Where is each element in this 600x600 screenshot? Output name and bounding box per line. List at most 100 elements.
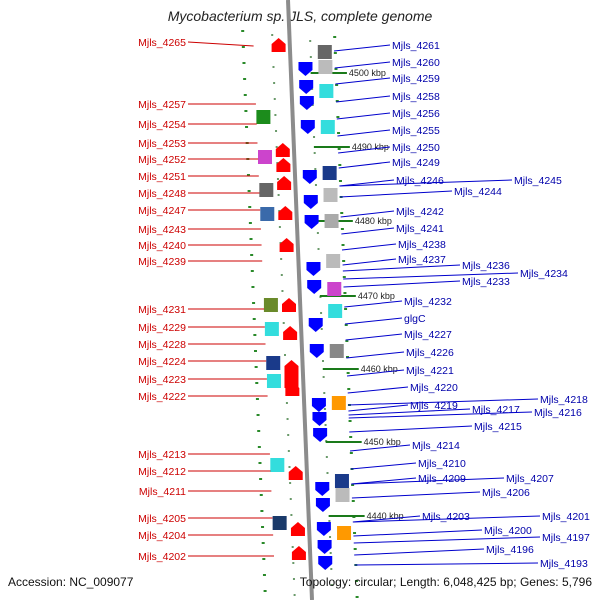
- leader-line: [335, 77, 391, 85]
- plus-strand-gene: [318, 556, 333, 570]
- tick-mark: [323, 408, 326, 410]
- tick-mark: [276, 162, 279, 164]
- tick-mark: [282, 322, 285, 324]
- tick-mark: [250, 270, 254, 272]
- gene-block: [263, 298, 278, 312]
- tick-mark: [346, 356, 349, 358]
- tick-mark: [314, 168, 317, 170]
- tick-mark: [271, 34, 274, 36]
- plus-strand-gene: [315, 482, 330, 496]
- topology-text: Topology: circular; Length: 6,048,425 bp…: [299, 575, 592, 589]
- tick-mark: [275, 130, 278, 132]
- right-gene-label: Mjls_4216: [534, 407, 582, 419]
- right-gene-label: Mjls_4250: [392, 142, 440, 154]
- right-gene-label: Mjls_4226: [406, 347, 454, 359]
- tick-mark: [320, 328, 323, 330]
- genome-title: Mycobacterium sp. JLS, complete genome: [167, 8, 433, 24]
- gene-block: [270, 458, 285, 472]
- plus-strand-gene: [315, 498, 330, 512]
- tick-mark: [322, 376, 325, 378]
- minus-strand-gene: [276, 158, 291, 172]
- tick-mark: [262, 574, 266, 576]
- right-gene-label: Mjls_4232: [404, 296, 452, 308]
- tick-mark: [335, 84, 339, 86]
- left-gene-label: Mjls_4213: [138, 449, 186, 461]
- tick-mark: [351, 500, 355, 502]
- tick-mark: [311, 104, 314, 106]
- leader-line: [333, 44, 391, 52]
- minus-strand-gene: [275, 143, 290, 157]
- tick-mark: [309, 56, 312, 58]
- gene-block: [324, 214, 339, 228]
- tick-mark: [313, 152, 316, 154]
- tick-mark: [346, 372, 350, 374]
- left-gene-label: Mjls_4247: [138, 205, 186, 217]
- kbp-label: 4460 kbp: [361, 364, 398, 374]
- tick-mark: [354, 580, 358, 582]
- tick-mark: [290, 514, 293, 516]
- left-gene-label: Mjls_4229: [138, 322, 186, 334]
- kbp-label: 4500 kbp: [349, 68, 386, 78]
- tick-mark: [337, 148, 341, 150]
- left-gene-label: Mjls_4251: [138, 171, 186, 183]
- tick-mark: [287, 434, 290, 436]
- minus-strand-gene: [284, 360, 299, 388]
- tick-mark: [261, 542, 265, 544]
- tick-mark: [244, 110, 248, 112]
- tick-mark: [292, 578, 295, 580]
- leader-line: [351, 477, 417, 485]
- plus-strand-gene: [300, 120, 315, 134]
- tick-mark: [280, 258, 283, 260]
- leader-line: [348, 398, 539, 406]
- tick-mark: [248, 206, 252, 208]
- tick-mark: [241, 30, 245, 32]
- tick-mark: [246, 174, 250, 176]
- right-gene-label: Mjls_4236: [462, 260, 510, 272]
- tick-mark: [323, 392, 326, 394]
- gene-block: [327, 282, 342, 296]
- leader-line: [354, 562, 539, 566]
- tick-mark: [342, 260, 346, 262]
- tick-mark: [348, 420, 352, 422]
- left-gene-label: Mjls_4243: [138, 224, 186, 236]
- tick-mark: [335, 100, 339, 102]
- plus-strand-gene: [308, 318, 323, 332]
- tick-mark: [277, 194, 280, 196]
- tick-mark: [272, 66, 275, 68]
- tick-mark: [254, 366, 258, 368]
- tick-mark: [260, 510, 264, 512]
- leader-line: [336, 95, 391, 103]
- tick-mark: [325, 456, 328, 458]
- tick-mark: [349, 452, 353, 454]
- right-gene-label: Mjls_4245: [514, 175, 562, 187]
- tick-mark: [351, 484, 355, 486]
- plus-strand-gene: [311, 398, 326, 412]
- leader-line: [341, 243, 397, 251]
- tick-mark: [313, 136, 316, 138]
- tick-mark: [344, 308, 348, 310]
- tick-mark: [292, 562, 295, 564]
- minus-strand-gene: [279, 238, 294, 252]
- plus-strand-gene: [304, 215, 319, 229]
- gene-block: [260, 207, 275, 221]
- tick-mark: [245, 126, 249, 128]
- gene-block: [329, 344, 344, 358]
- tick-mark: [261, 526, 265, 528]
- right-gene-label: Mjls_4206: [482, 487, 530, 499]
- gene-block: [259, 183, 274, 197]
- tick-mark: [340, 228, 344, 230]
- tick-mark: [254, 350, 257, 352]
- kbp-label: 4490 kbp: [352, 142, 389, 152]
- gene-block: [272, 516, 287, 530]
- left-gene-label: Mjls_4253: [138, 138, 186, 150]
- plus-strand-gene: [316, 522, 331, 536]
- leader-line: [351, 491, 481, 499]
- right-gene-label: Mjls_4196: [486, 544, 534, 556]
- leader-line: [341, 227, 395, 235]
- minus-strand-gene: [277, 176, 292, 190]
- gene-block: [266, 374, 281, 388]
- tick-mark: [248, 222, 252, 224]
- tick-mark: [289, 498, 292, 500]
- tick-mark: [250, 254, 254, 256]
- tick-mark: [253, 334, 257, 336]
